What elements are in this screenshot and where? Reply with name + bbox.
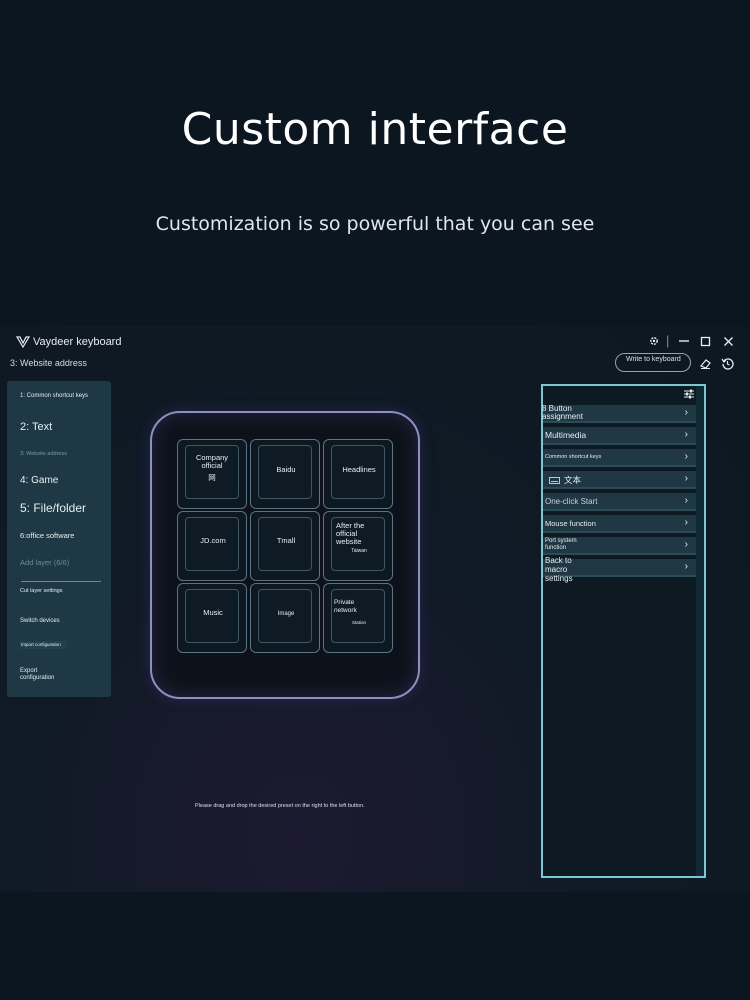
chevron-right-icon: › — [684, 407, 688, 418]
key-label: Tmall — [276, 536, 296, 545]
app-window: Vaydeer keyboard | 3: Website address Wr… — [0, 326, 750, 892]
hero-subtitle: Customization is so powerful that you ca… — [155, 213, 595, 235]
divider: | — [666, 333, 670, 348]
export-configuration-button[interactable]: Export configuration — [20, 668, 55, 681]
key-label: Private network — [334, 599, 357, 614]
app-title: Vaydeer keyboard — [33, 336, 122, 348]
key-5[interactable]: Tmall — [250, 511, 320, 581]
preset-8-button-assignment[interactable]: 8 Button assignment › — [542, 405, 696, 423]
write-to-keyboard-button[interactable]: Write to keyboard — [615, 353, 691, 372]
import-configuration-button[interactable]: Import configuration — [20, 641, 67, 649]
switch-devices-button[interactable]: Switch devices — [20, 618, 60, 624]
add-layer-button[interactable]: Add layer (6/6) — [20, 558, 70, 567]
key-8[interactable]: Image — [250, 583, 320, 653]
key-6[interactable]: After the official website Taiwan — [323, 511, 393, 581]
layer-panel: 1: Common shortcut keys 2: Text 3: Websi… — [7, 381, 111, 697]
chevron-right-icon: › — [684, 517, 688, 528]
layer-item-1[interactable]: 1: Common shortcut keys — [20, 393, 89, 399]
preset-text[interactable]: 文本 › — [543, 471, 696, 489]
vaydeer-logo-icon — [16, 336, 30, 349]
key-sublabel: 网 — [208, 473, 216, 482]
cut-layer-settings-button[interactable]: Cut layer settings — [20, 588, 63, 594]
divider — [21, 581, 101, 582]
layer-item-4[interactable]: 4: Game — [20, 475, 59, 486]
preset-mouse-function[interactable]: Mouse function › — [543, 515, 696, 533]
reset-icon[interactable] — [721, 357, 734, 370]
key-label: JD.com — [200, 536, 226, 545]
keyboard-icon — [549, 477, 560, 484]
close-icon[interactable] — [723, 336, 734, 347]
layer-item-6[interactable]: 6:office software — [20, 531, 75, 540]
key-label: After the official website — [336, 521, 365, 546]
settings-sliders-icon[interactable] — [684, 389, 694, 399]
key-7[interactable]: Music — [177, 583, 247, 653]
preset-port-system-function[interactable]: Port system function › — [543, 537, 696, 555]
key-label: Music — [203, 608, 223, 617]
minimize-icon[interactable] — [678, 335, 690, 347]
maximize-icon[interactable] — [700, 336, 711, 347]
drag-hint: Please drag and drop the desired preset … — [195, 803, 365, 809]
preset-panel: 8 Button assignment › Multimedia › Commo… — [541, 384, 706, 878]
key-label: Headlines — [342, 465, 376, 474]
preset-one-click-start[interactable]: One-click Start › — [543, 493, 696, 511]
key-label: Company official — [195, 453, 229, 470]
hero-title: Custom interface — [181, 104, 569, 155]
layer-item-2[interactable]: 2: Text — [20, 421, 53, 433]
key-1[interactable]: Company official 网 — [177, 439, 247, 509]
preset-back-to-macro-settings[interactable]: Back to macro settings › — [543, 556, 696, 583]
layer-item-3[interactable]: 3: Website address — [20, 451, 67, 457]
key-2[interactable]: Baidu — [250, 439, 320, 509]
layer-item-5[interactable]: 5: File/folder — [20, 501, 87, 515]
key-3[interactable]: Headlines — [323, 439, 393, 509]
gear-icon[interactable] — [648, 335, 660, 347]
preset-common-shortcut-keys[interactable]: Common shortcut keys › — [543, 449, 696, 467]
key-9[interactable]: Private network Station — [323, 583, 393, 653]
key-sublabel: Station — [351, 620, 366, 625]
preset-multimedia[interactable]: Multimedia › — [543, 427, 696, 445]
key-4[interactable]: JD.com — [177, 511, 247, 581]
chevron-right-icon: › — [684, 473, 688, 484]
chevron-right-icon: › — [684, 451, 688, 462]
key-sublabel: Taiwan — [351, 548, 367, 554]
scrollbar[interactable] — [696, 386, 704, 876]
chevron-right-icon: › — [684, 539, 688, 550]
key-label: Image — [277, 611, 295, 617]
key-label: Baidu — [276, 465, 296, 474]
keypad-preview: Company official 网 Baidu Headlines JD.co… — [150, 411, 420, 699]
chevron-right-icon: › — [684, 429, 688, 440]
breadcrumb: 3: Website address — [10, 358, 87, 368]
eraser-icon[interactable] — [699, 357, 712, 370]
chevron-right-icon: › — [684, 561, 688, 572]
chevron-right-icon: › — [684, 495, 688, 506]
